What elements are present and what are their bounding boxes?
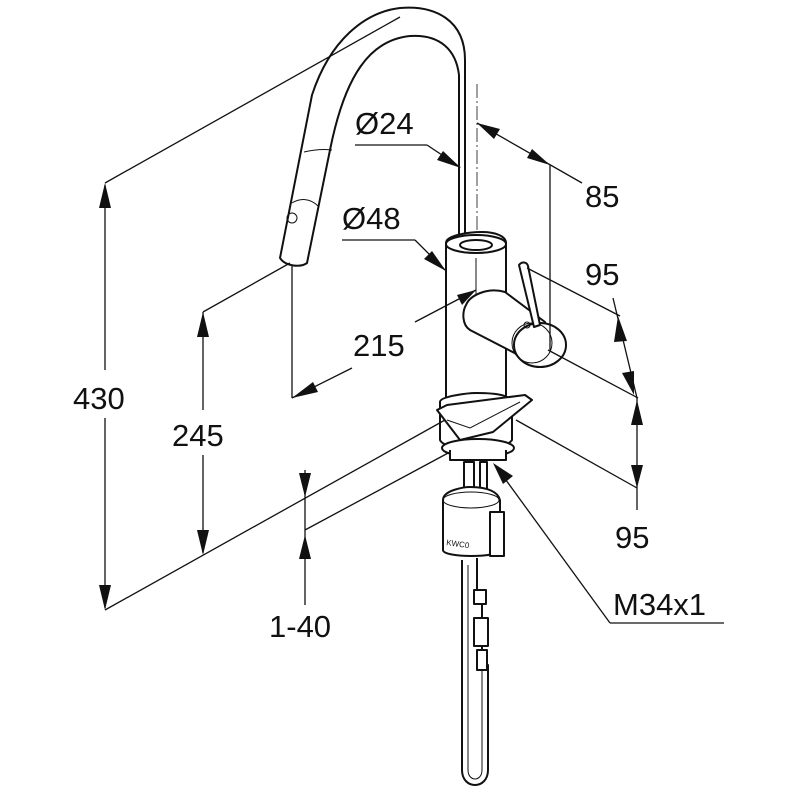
label-lever-projection: 95 <box>615 520 649 555</box>
lever-handle <box>462 261 567 368</box>
dim-85 <box>476 122 583 350</box>
svg-text:KWC0: KWC0 <box>446 538 471 550</box>
faucet-spout <box>279 6 478 267</box>
label-spout-diameter: Ø24 <box>355 106 414 141</box>
label-body-diameter: Ø48 <box>342 201 401 236</box>
dim-95-lever <box>526 267 639 399</box>
dim-430 <box>99 16 446 611</box>
dim-245 <box>197 262 293 555</box>
dim-215 <box>291 289 477 399</box>
dim-1-40 <box>299 451 451 605</box>
spray-button-icon <box>286 212 298 224</box>
label-countertop-thickness: 1-40 <box>269 609 331 644</box>
dim-thread <box>493 463 724 624</box>
label-lever-height: 95 <box>585 257 619 292</box>
dim-95-height <box>515 398 643 510</box>
dim-diameter-48 <box>342 239 446 271</box>
label-total-height: 430 <box>73 381 125 416</box>
label-spout-offset: 85 <box>585 179 619 214</box>
base-mount <box>436 392 533 461</box>
label-thread: M34x1 <box>613 587 706 622</box>
dim-diameter-24 <box>355 144 461 168</box>
supply-assembly: KWC0 <box>442 461 505 786</box>
label-outlet-height: 245 <box>172 418 224 453</box>
label-spout-reach: 215 <box>353 328 405 363</box>
